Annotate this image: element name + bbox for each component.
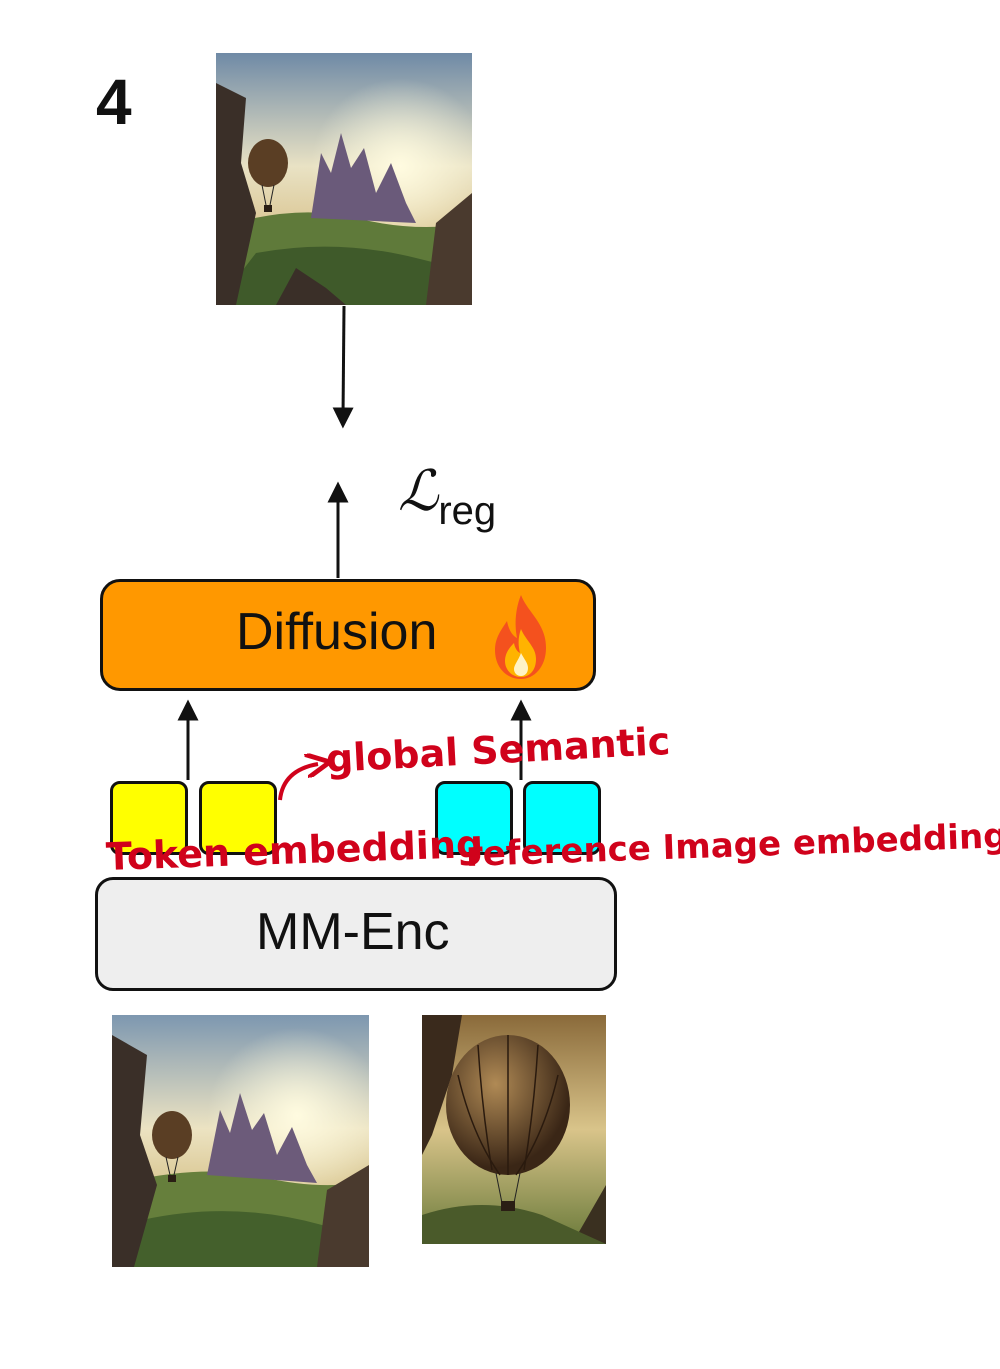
mm-encoder-label: MM-Enc — [256, 903, 450, 961]
reference-image-balloon — [422, 1015, 606, 1244]
token-embedding-2 — [199, 781, 277, 855]
arrow-image-down — [332, 305, 354, 429]
note-global-semantic: global Semantic — [324, 718, 672, 781]
loss-subscript: reg — [438, 489, 497, 533]
input-image-scene — [112, 1015, 369, 1267]
fire-icon — [490, 593, 552, 681]
output-image — [216, 53, 472, 305]
handwritten-pointer — [278, 764, 318, 801]
loss-symbol: ℒ — [398, 459, 439, 524]
note-token-embedding: Token embedding — [105, 821, 484, 879]
token-embedding-1 — [110, 781, 188, 855]
diffusion-label: Diffusion — [236, 603, 438, 661]
loss-label: ℒreg — [398, 464, 496, 532]
step-number: 4 — [96, 66, 132, 138]
reference-embedding-2 — [523, 781, 601, 855]
reference-embedding-1 — [435, 781, 513, 855]
mm-encoder-block — [95, 877, 617, 991]
